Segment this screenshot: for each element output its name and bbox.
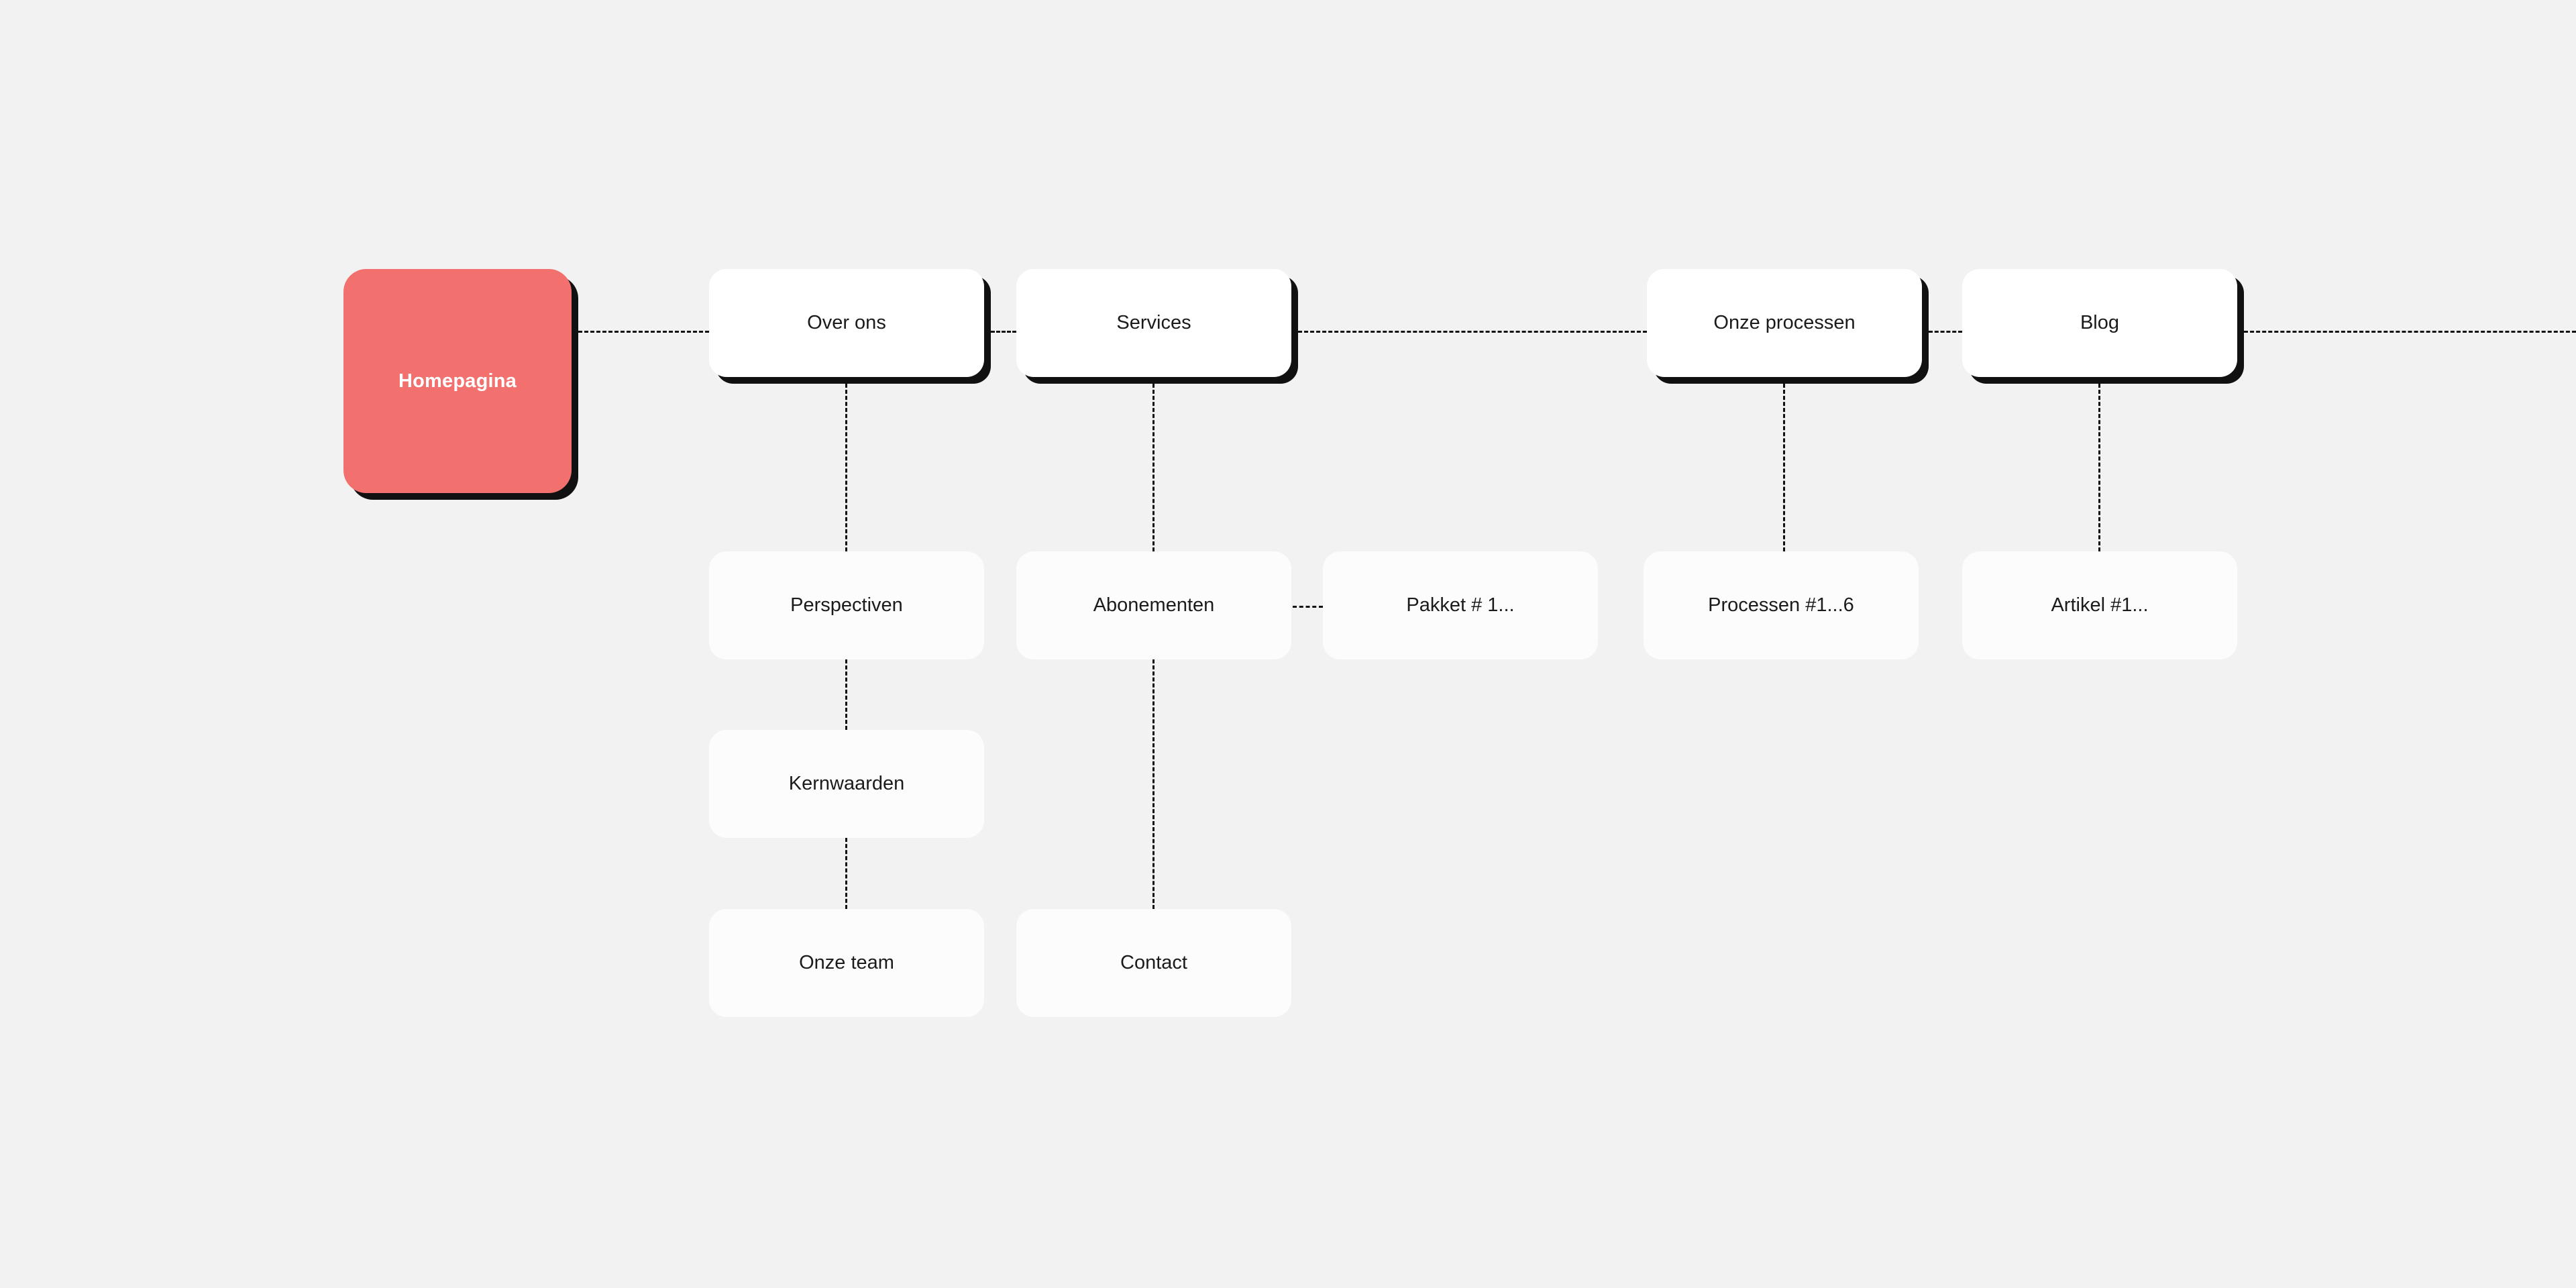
sitemap-node-label: Homepagina: [398, 370, 517, 392]
connector-services-to-abonementen: [1152, 384, 1155, 551]
sitemap-node-over-ons[interactable]: Over ons: [709, 269, 984, 377]
sitemap-node-label: Abonementen: [1093, 594, 1215, 616]
sitemap-node-services[interactable]: Services: [1016, 269, 1291, 377]
connector-blog-to-artikel: [2098, 384, 2100, 551]
connector-perspectiven-to-kernwaarden: [845, 659, 847, 730]
sitemap-node-kernwaarden[interactable]: Kernwaarden: [709, 730, 984, 838]
sitemap-node-label: Artikel #1...: [2051, 594, 2149, 616]
connector-services-to-onze-processen: [1298, 331, 1647, 333]
sitemap-node-label: Services: [1116, 312, 1191, 334]
sitemap-node-label: Onze processen: [1713, 312, 1856, 334]
connector-homepagina-to-over-ons: [578, 331, 709, 333]
sitemap-node-onze-processen[interactable]: Onze processen: [1647, 269, 1922, 377]
sitemap-node-label: Blog: [2080, 312, 2120, 334]
sitemap-node-blog[interactable]: Blog: [1962, 269, 2237, 377]
connector-kernwaarden-to-onze-team: [845, 838, 847, 909]
sitemap-node-label: Perspectiven: [790, 594, 903, 616]
sitemap-node-abonementen[interactable]: Abonementen: [1016, 551, 1291, 659]
connector-over-ons-to-services: [991, 331, 1016, 333]
sitemap-node-processen[interactable]: Processen #1...6: [1644, 551, 1919, 659]
sitemap-node-label: Over ons: [807, 312, 886, 334]
sitemap-node-label: Processen #1...6: [1708, 594, 1854, 616]
sitemap-node-label: Contact: [1120, 952, 1187, 974]
sitemap-node-label: Onze team: [799, 952, 894, 974]
connector-abonementen-to-pakket: [1293, 606, 1323, 608]
connector-over-ons-to-perspectiven: [845, 384, 847, 551]
sitemap-node-artikel[interactable]: Artikel #1...: [1962, 551, 2237, 659]
sitemap-node-contact[interactable]: Contact: [1016, 909, 1291, 1017]
sitemap-node-pakket[interactable]: Pakket # 1...: [1323, 551, 1598, 659]
sitemap-node-perspectiven[interactable]: Perspectiven: [709, 551, 984, 659]
connector-onze-processen-to-processen: [1783, 384, 1785, 551]
connector-blog-to-edge: [2244, 331, 2576, 333]
sitemap-node-label: Kernwaarden: [788, 773, 905, 795]
connector-onze-processen-to-blog: [1929, 331, 1962, 333]
sitemap-node-homepagina[interactable]: Homepagina: [343, 269, 572, 493]
sitemap-node-label: Pakket # 1...: [1406, 594, 1515, 616]
sitemap-node-onze-team[interactable]: Onze team: [709, 909, 984, 1017]
connector-abonementen-to-contact: [1152, 659, 1155, 909]
